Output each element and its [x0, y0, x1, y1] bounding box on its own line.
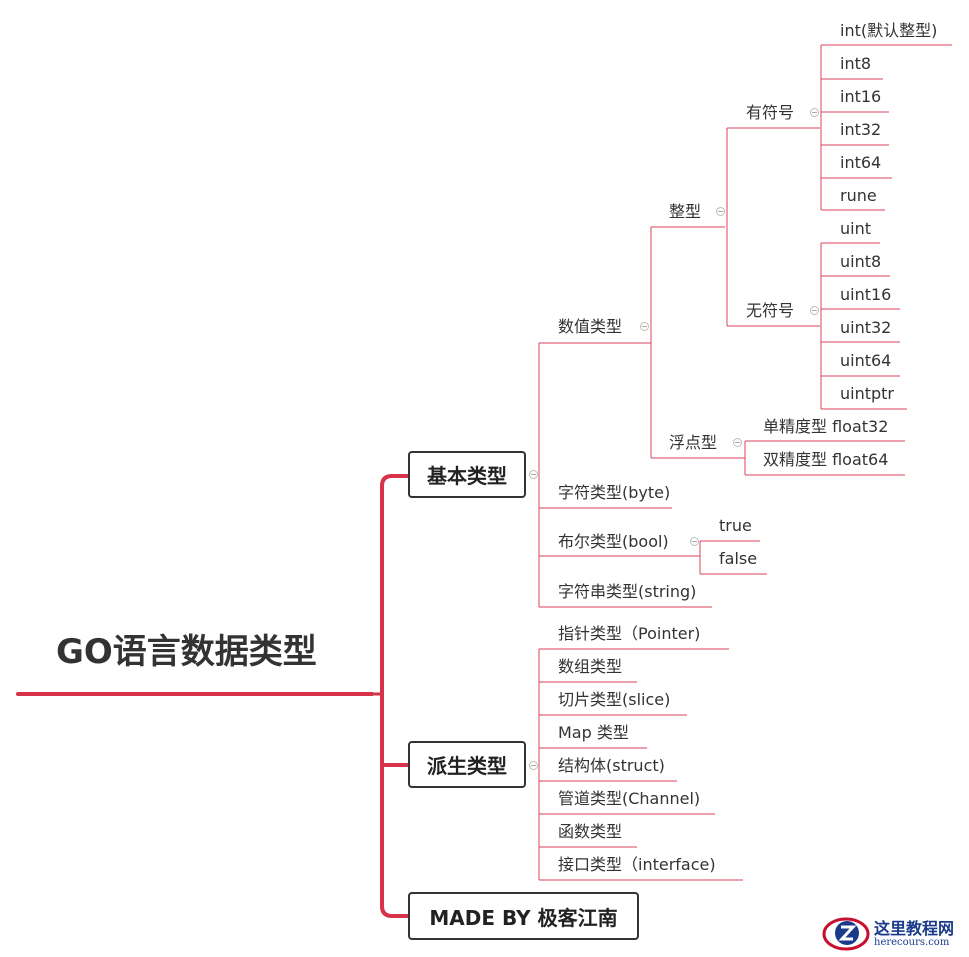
node-signed-item[interactable]: int16 — [840, 87, 882, 106]
collapse-icon[interactable] — [640, 322, 649, 331]
collapse-icon[interactable] — [690, 537, 699, 546]
branch-basic-types[interactable]: 基本类型 — [408, 451, 526, 498]
node-unsigned[interactable]: 无符号 — [746, 301, 795, 320]
node-derived-item[interactable]: 管道类型(Channel) — [558, 789, 701, 808]
collapse-icon[interactable] — [529, 470, 538, 479]
root-topic[interactable]: GO语言数据类型 — [56, 632, 317, 672]
node-float[interactable]: 浮点型 — [669, 433, 718, 452]
node-derived-item[interactable]: 切片类型(slice) — [558, 690, 671, 709]
node-string-type[interactable]: 字符串类型(string) — [558, 582, 697, 601]
node-unsigned-item[interactable]: uint32 — [840, 318, 892, 337]
node-signed-item[interactable]: int64 — [840, 153, 882, 172]
node-unsigned-item[interactable]: uintptr — [840, 384, 895, 403]
node-signed-item[interactable]: int32 — [840, 120, 882, 139]
watermark: 这里教程网 herecours.com — [822, 912, 967, 954]
node-unsigned-item[interactable]: uint16 — [840, 285, 892, 304]
node-signed[interactable]: 有符号 — [746, 103, 795, 122]
branch-derived-types[interactable]: 派生类型 — [408, 741, 526, 788]
node-bool-type[interactable]: 布尔类型(bool) — [558, 532, 669, 551]
node-unsigned-item[interactable]: uint8 — [840, 252, 882, 271]
node-derived-item[interactable]: 函数类型 — [558, 822, 623, 841]
node-unsigned-item[interactable]: uint64 — [840, 351, 892, 370]
node-float-item[interactable]: 单精度型 float32 — [763, 417, 889, 436]
collapse-icon[interactable] — [716, 207, 725, 216]
node-numeric-types[interactable]: 数值类型 — [558, 317, 623, 336]
node-derived-item[interactable]: 指针类型（Pointer) — [558, 624, 701, 643]
collapse-icon[interactable] — [810, 306, 819, 315]
node-float-item[interactable]: 双精度型 float64 — [763, 450, 889, 469]
node-derived-item[interactable]: 结构体(struct) — [558, 756, 665, 775]
collapse-icon[interactable] — [733, 438, 742, 447]
node-derived-item[interactable]: 接口类型（interface) — [558, 855, 716, 874]
watermark-subtitle: herecours.com — [874, 937, 950, 948]
node-signed-item[interactable]: rune — [840, 186, 877, 205]
node-signed-item[interactable]: int8 — [840, 54, 872, 73]
collapse-icon[interactable] — [529, 761, 538, 770]
node-bool-item[interactable]: true — [719, 516, 752, 535]
node-signed-item[interactable]: int(默认整型) — [840, 21, 938, 40]
node-derived-item[interactable]: Map 类型 — [558, 723, 629, 742]
collapse-icon[interactable] — [810, 108, 819, 117]
node-bool-item[interactable]: false — [719, 549, 758, 568]
watermark-title: 这里教程网 — [874, 919, 955, 938]
node-unsigned-item[interactable]: uint — [840, 219, 871, 238]
watermark-logo-icon — [822, 917, 870, 951]
node-integer[interactable]: 整型 — [669, 202, 702, 221]
node-char-type[interactable]: 字符类型(byte) — [558, 483, 671, 502]
node-derived-item[interactable]: 数组类型 — [558, 657, 623, 676]
branch-made-by[interactable]: MADE BY 极客江南 — [408, 892, 639, 940]
